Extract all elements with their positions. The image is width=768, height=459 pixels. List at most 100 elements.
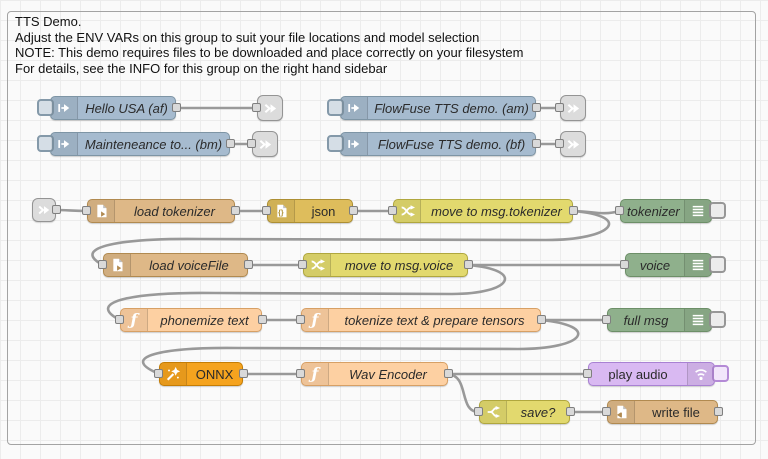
- input-port[interactable]: [98, 260, 107, 269]
- input-port[interactable]: [615, 206, 624, 215]
- debug-toggle-button[interactable]: [709, 256, 726, 273]
- output-port[interactable]: [537, 315, 546, 324]
- input-port[interactable]: [296, 369, 305, 378]
- file-out-icon: [608, 401, 635, 423]
- node-json[interactable]: {} json: [262, 199, 358, 223]
- comment-line: For details, see the INFO for this group…: [15, 60, 388, 76]
- node-debug-full-msg[interactable]: full msg: [602, 308, 726, 332]
- node-onnx[interactable]: ONNX: [154, 362, 248, 386]
- output-port[interactable]: [464, 260, 473, 269]
- node-play-audio[interactable]: play audio: [583, 362, 729, 386]
- debug-lines-icon: [684, 200, 711, 222]
- link-arrow-icon: [259, 139, 271, 149]
- inject-button[interactable]: [37, 99, 54, 116]
- output-port[interactable]: [172, 103, 181, 112]
- wire[interactable]: [446, 372, 481, 414]
- magic-wand-icon: [160, 363, 187, 385]
- input-port[interactable]: [474, 407, 483, 416]
- node-inject-hello-usa[interactable]: Hello USA (af): [37, 96, 181, 120]
- input-port[interactable]: [115, 315, 124, 324]
- input-port[interactable]: [620, 260, 629, 269]
- json-braces-icon: {}: [268, 200, 295, 222]
- debug-lines-icon: [684, 254, 711, 276]
- node-write-file[interactable]: write file: [602, 400, 723, 424]
- input-port[interactable]: [602, 315, 611, 324]
- input-port[interactable]: [247, 139, 256, 148]
- input-port[interactable]: [602, 407, 611, 416]
- debug-toggle-button[interactable]: [709, 202, 726, 219]
- node-move-to-msg-tokenizer[interactable]: move to msg.tokenizer: [388, 199, 578, 223]
- node-inject-flowfuse-bf[interactable]: FlowFuse TTS demo. (bf): [327, 132, 541, 156]
- output-port[interactable]: [226, 139, 235, 148]
- function-f-icon: ƒ: [302, 363, 329, 385]
- output-port[interactable]: [244, 260, 253, 269]
- node-wav-encoder[interactable]: ƒ Wav Encoder: [296, 362, 453, 386]
- node-label: ONNX: [195, 366, 234, 382]
- node-label: Mainteneance to... (bm): [84, 136, 223, 152]
- inject-button[interactable]: [327, 99, 344, 116]
- node-inject-flowfuse-am[interactable]: FlowFuse TTS demo. (am): [327, 96, 541, 120]
- wire[interactable]: [141, 318, 580, 375]
- speaker-waves-icon: [687, 363, 714, 385]
- input-port[interactable]: [583, 369, 592, 378]
- input-port[interactable]: [298, 260, 307, 269]
- comment-line: NOTE: This demo requires files to be dow…: [15, 45, 524, 60]
- input-port[interactable]: [82, 206, 91, 215]
- node-load-voicefile[interactable]: load voiceFile: [98, 253, 253, 277]
- output-port[interactable]: [258, 315, 267, 324]
- file-in-icon: [88, 200, 115, 222]
- group-box[interactable]: [7, 11, 756, 445]
- node-label: phonemize text: [160, 312, 249, 328]
- shuffle-icon: [394, 200, 421, 222]
- node-label: full msg: [623, 312, 669, 328]
- node-link-in[interactable]: [32, 198, 61, 222]
- input-port[interactable]: [154, 369, 163, 378]
- output-port[interactable]: [714, 407, 723, 416]
- node-switch-save[interactable]: save?: [474, 400, 575, 424]
- node-debug-tokenizer[interactable]: tokenizer: [615, 199, 726, 223]
- debug-lines-icon: [684, 309, 711, 331]
- inject-button[interactable]: [37, 135, 54, 152]
- input-port[interactable]: [388, 206, 397, 215]
- input-port[interactable]: [296, 315, 305, 324]
- wire[interactable]: [106, 263, 507, 321]
- input-port[interactable]: [262, 206, 271, 215]
- output-port[interactable]: [569, 206, 578, 215]
- input-port[interactable]: [555, 103, 564, 112]
- node-phonemize-text[interactable]: ƒ phonemize text: [115, 308, 267, 332]
- input-port[interactable]: [555, 139, 564, 148]
- node-label: voice: [639, 257, 671, 273]
- output-port[interactable]: [239, 369, 248, 378]
- input-port[interactable]: [252, 103, 261, 112]
- node-label: Wav Encoder: [349, 366, 427, 382]
- wire[interactable]: [91, 209, 611, 266]
- node-link-out[interactable]: [555, 95, 586, 121]
- group-comment: TTS Demo. Adjust the ENV VARs on this gr…: [15, 14, 523, 76]
- node-label: Hello USA (af): [85, 100, 168, 116]
- node-link-out[interactable]: [555, 131, 586, 157]
- file-in-icon: [104, 254, 131, 276]
- inject-arrow-icon: [341, 133, 368, 155]
- play-audio-button[interactable]: [712, 365, 729, 382]
- node-tokenize-prepare-tensors[interactable]: ƒ tokenize text & prepare tensors: [296, 308, 546, 332]
- node-debug-voice[interactable]: voice: [620, 253, 726, 277]
- inject-button[interactable]: [327, 135, 344, 152]
- node-link-out[interactable]: [252, 95, 283, 121]
- output-port[interactable]: [532, 103, 541, 112]
- node-inject-maintenance[interactable]: Mainteneance to... (bm): [37, 132, 235, 156]
- output-port[interactable]: [444, 369, 453, 378]
- node-load-tokenizer[interactable]: load tokenizer: [82, 199, 240, 223]
- inject-arrow-icon: [51, 133, 78, 155]
- inject-arrow-icon: [51, 97, 78, 119]
- output-port[interactable]: [52, 205, 61, 214]
- output-port[interactable]: [566, 407, 575, 416]
- node-move-to-msg-voice[interactable]: move to msg.voice: [298, 253, 473, 277]
- output-port[interactable]: [231, 206, 240, 215]
- node-link-out[interactable]: [247, 131, 278, 157]
- output-port[interactable]: [532, 139, 541, 148]
- link-arrow-icon: [567, 139, 579, 149]
- debug-toggle-button[interactable]: [709, 311, 726, 328]
- output-port[interactable]: [349, 206, 358, 215]
